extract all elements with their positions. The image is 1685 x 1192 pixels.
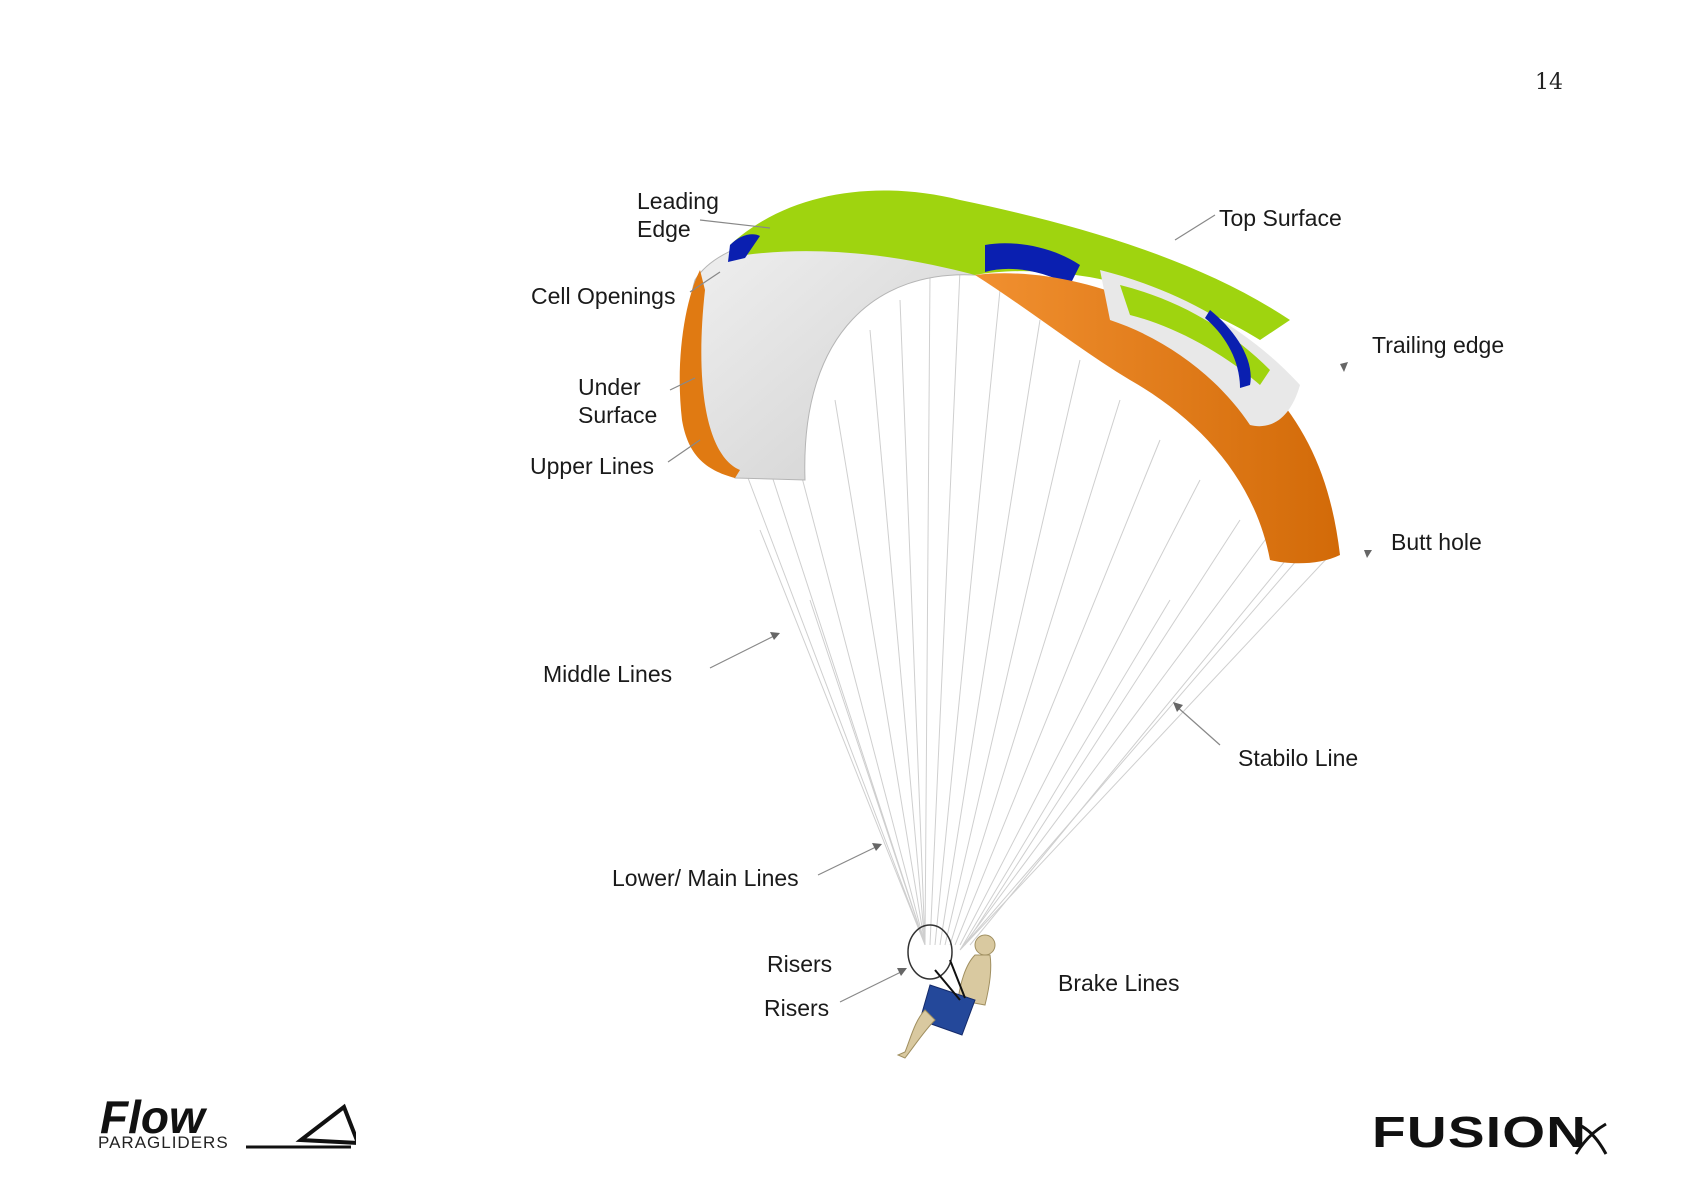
label-under-surface-line2: Surface [578,401,657,429]
flow-logo-subtitle: PARAGLIDERS [98,1133,229,1153]
label-top-surface: Top Surface [1219,204,1342,232]
label-stabilo-line: Stabilo Line [1238,744,1358,772]
label-upper-lines: Upper Lines [530,452,654,480]
label-cell-openings: Cell Openings [531,282,675,310]
fusion-logo-icon [1570,1118,1612,1160]
label-leading-edge-line1: Leading [637,187,719,215]
label-trailing-edge: Trailing edge [1372,331,1504,359]
label-leading-edge-line2: Edge [637,215,691,243]
label-risers-2: Risers [764,994,829,1022]
fusion-logo: FUSION [1372,1108,1587,1158]
label-under-surface-line1: Under [578,373,641,401]
label-lower-main-lines: Lower/ Main Lines [612,864,799,892]
label-butt-hole: Butt hole [1391,528,1482,556]
under-surface [688,234,975,480]
label-brake-lines: Brake Lines [1058,969,1179,997]
pilot-figure [898,925,995,1058]
label-risers-1: Risers [767,950,832,978]
label-middle-lines: Middle Lines [543,660,672,688]
